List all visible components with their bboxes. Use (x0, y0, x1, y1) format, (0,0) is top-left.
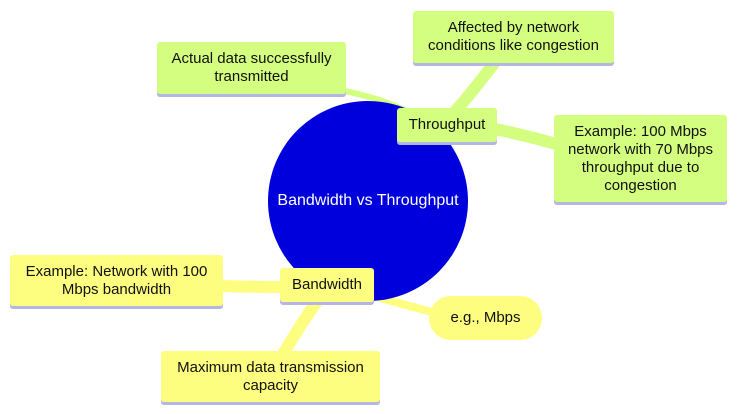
node-affected-by-network-label: Affected by network conditions like cong… (428, 19, 599, 54)
node-throughput-label: Throughput (408, 116, 486, 133)
node-actual-data[interactable]: Actual data successfully transmitted (157, 42, 346, 94)
link-bandwidth-example (216, 280, 291, 293)
node-actual-data-label: Actual data successfully transmitted (171, 50, 332, 85)
node-throughput-example[interactable]: Example: 100 Mbps network with 70 Mbps t… (554, 115, 727, 202)
node-eg-mbps-label: e.g., Mbps (450, 309, 521, 326)
node-affected-by-network[interactable]: Affected by network conditions like cong… (413, 11, 614, 63)
root-node-label: Bandwidth vs Throughput (277, 192, 459, 209)
node-eg-mbps[interactable]: e.g., Mbps (429, 296, 542, 340)
node-bandwidth-label: Bandwidth (291, 276, 363, 293)
node-throughput-example-label: Example: 100 Mbps network with 70 Mbps t… (567, 122, 714, 194)
node-throughput[interactable]: Throughput (397, 108, 497, 142)
node-bandwidth[interactable]: Bandwidth (280, 268, 374, 302)
link-throughput-example (484, 122, 566, 151)
link-bandwidth-capacity (276, 294, 324, 362)
node-bandwidth-example-label: Example: Network with 100 Mbps bandwidth (25, 262, 208, 298)
node-bandwidth-example[interactable]: Example: Network with 100 Mbps bandwidth (10, 255, 223, 306)
node-max-capacity-label: Maximum data transmission capacity (177, 358, 364, 394)
node-max-capacity[interactable]: Maximum data transmission capacity (161, 351, 380, 402)
